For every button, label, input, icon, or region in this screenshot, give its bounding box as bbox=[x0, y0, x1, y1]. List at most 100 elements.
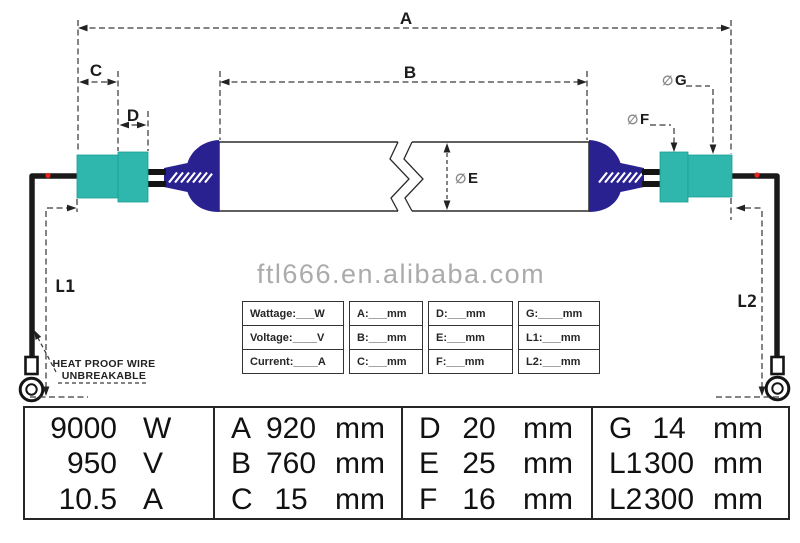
form-cell-wattage: Wattage:___W bbox=[250, 307, 325, 320]
spec-unit: V bbox=[143, 447, 164, 481]
left-red-dot bbox=[45, 172, 51, 179]
spec-dims-abc-column: A 920 mm B 760 mm C 15 mm bbox=[213, 408, 401, 518]
form-cell-d: D:___mm bbox=[436, 307, 486, 320]
form-cell-f: F:___mm bbox=[429, 349, 512, 373]
spec-key: F bbox=[419, 482, 438, 516]
left-threaded-pin bbox=[168, 171, 213, 184]
spec-key: G bbox=[609, 411, 633, 445]
spec-row-dim-d: D 20 mm bbox=[403, 411, 591, 447]
right-ring-terminal bbox=[764, 355, 791, 402]
spec-unit: mm bbox=[713, 447, 763, 481]
right-bulb-end bbox=[589, 140, 661, 212]
left-bulb-end bbox=[148, 140, 219, 212]
blank-form-def-column: D:___mm E:___mm F:___mm bbox=[428, 301, 513, 374]
spec-key: B bbox=[231, 447, 252, 481]
spec-value: 10.5 bbox=[58, 482, 117, 516]
spec-row-dim-f: F 16 mm bbox=[403, 482, 591, 518]
spec-unit: mm bbox=[713, 411, 763, 445]
spec-unit: mm bbox=[335, 482, 385, 516]
wire-note-line1: HEAT PROOF WIRE bbox=[53, 358, 156, 370]
spec-row-dim-l2: L2 300 mm bbox=[593, 482, 788, 518]
spec-unit: mm bbox=[335, 447, 385, 481]
spec-dims-gl-column: G 14 mm L1 300 mm L2 300 mm bbox=[591, 408, 788, 518]
quartz-tube bbox=[218, 141, 590, 212]
right-threaded-pin bbox=[598, 171, 643, 184]
spec-value: 25 bbox=[462, 447, 496, 481]
spec-key: A bbox=[231, 411, 252, 445]
spec-unit: mm bbox=[335, 411, 385, 445]
spec-electrical-column: 9000 W 950 V 10.5 A bbox=[25, 408, 213, 518]
right-lead-wire bbox=[730, 173, 780, 359]
spec-key: L2 bbox=[609, 482, 643, 516]
form-cell-e: E:___mm bbox=[429, 325, 512, 349]
dim-label-d: D bbox=[127, 106, 139, 125]
spec-unit: mm bbox=[713, 482, 763, 516]
spec-value: 950 bbox=[66, 447, 117, 481]
right-red-dot bbox=[754, 172, 760, 178]
spec-value: 300 bbox=[643, 482, 695, 516]
spec-row-dim-b: B 760 mm bbox=[215, 447, 401, 483]
spec-row-voltage: 950 V bbox=[25, 447, 213, 483]
diameter-symbol-g: ∅ bbox=[662, 73, 673, 88]
right-contact-rod bbox=[642, 169, 661, 175]
dim-label-f: F bbox=[640, 111, 649, 128]
tube-break-zigzag bbox=[389, 141, 410, 212]
blank-spec-form: Wattage:___W Voltage:____V Current:____A… bbox=[242, 301, 600, 374]
spec-unit: mm bbox=[523, 482, 573, 516]
spec-value: 760 bbox=[265, 447, 317, 481]
spec-value: 9000 bbox=[50, 411, 117, 445]
form-cell-voltage: Voltage:____V bbox=[243, 325, 343, 349]
spec-value: 920 bbox=[265, 411, 317, 445]
spec-value: 14 bbox=[652, 411, 686, 445]
spec-key: D bbox=[419, 411, 441, 445]
diameter-symbol-f: ∅ bbox=[627, 112, 638, 127]
spec-value: 16 bbox=[462, 482, 496, 516]
spec-unit: A bbox=[143, 482, 164, 516]
form-cell-g: G:____mm bbox=[526, 307, 583, 320]
wire-note-line2: UNBREAKABLE bbox=[62, 370, 146, 382]
spec-dims-def-column: D 20 mm E 25 mm F 16 mm bbox=[401, 408, 591, 518]
left-contact-rod bbox=[148, 169, 166, 175]
spec-value: 15 bbox=[274, 482, 308, 516]
dim-label-b: B bbox=[404, 63, 416, 82]
spec-row-current: 10.5 A bbox=[25, 482, 213, 518]
form-cell-c: C:___mm bbox=[350, 349, 422, 373]
form-cell-a: A:___mm bbox=[357, 307, 407, 320]
form-cell-b: B:___mm bbox=[350, 325, 422, 349]
left-ceramic-blocks bbox=[76, 151, 149, 203]
spec-unit: W bbox=[143, 411, 172, 445]
spec-row-dim-a: A 920 mm bbox=[215, 411, 401, 447]
right-ceramic-blocks bbox=[659, 151, 733, 203]
spec-values-table: 9000 W 950 V 10.5 A A 920 mm B 760 mm bbox=[23, 406, 790, 520]
dim-label-l2: L2 bbox=[737, 292, 757, 312]
left-lead-wire bbox=[29, 173, 80, 359]
blank-form-abc-column: A:___mm B:___mm C:___mm bbox=[349, 301, 423, 374]
spec-unit: mm bbox=[523, 447, 573, 481]
spec-row-dim-l1: L1 300 mm bbox=[593, 447, 788, 483]
spec-row-dim-g: G 14 mm bbox=[593, 411, 788, 447]
diameter-symbol-e: ∅ bbox=[455, 171, 466, 186]
spec-unit: mm bbox=[523, 411, 573, 445]
left-ring-terminal bbox=[18, 355, 45, 403]
dim-label-c: C bbox=[90, 61, 102, 80]
spec-key: E bbox=[419, 447, 440, 481]
dimension-arrows bbox=[34, 24, 766, 396]
blank-form-g-l-column: G:____mm L1:___mm L2:___mm bbox=[518, 301, 600, 374]
blank-form-electrical-column: Wattage:___W Voltage:____V Current:____A bbox=[242, 301, 344, 374]
spec-key: L1 bbox=[609, 447, 643, 481]
form-cell-l1: L1:___mm bbox=[519, 325, 599, 349]
spec-value: 300 bbox=[643, 447, 695, 481]
form-cell-current: Current:____A bbox=[243, 349, 343, 373]
watermark-text: ftl666.en.alibaba.com bbox=[257, 259, 545, 289]
dim-label-l1: L1 bbox=[55, 277, 75, 297]
spec-row-dim-c: C 15 mm bbox=[215, 482, 401, 518]
dim-label-g: G bbox=[675, 72, 687, 89]
spec-value: 20 bbox=[462, 411, 496, 445]
spec-key: C bbox=[231, 482, 253, 516]
dim-label-e: E bbox=[468, 170, 478, 187]
form-cell-l2: L2:___mm bbox=[519, 349, 599, 373]
dim-label-a: A bbox=[400, 9, 412, 28]
spec-row-dim-e: E 25 mm bbox=[403, 447, 591, 483]
